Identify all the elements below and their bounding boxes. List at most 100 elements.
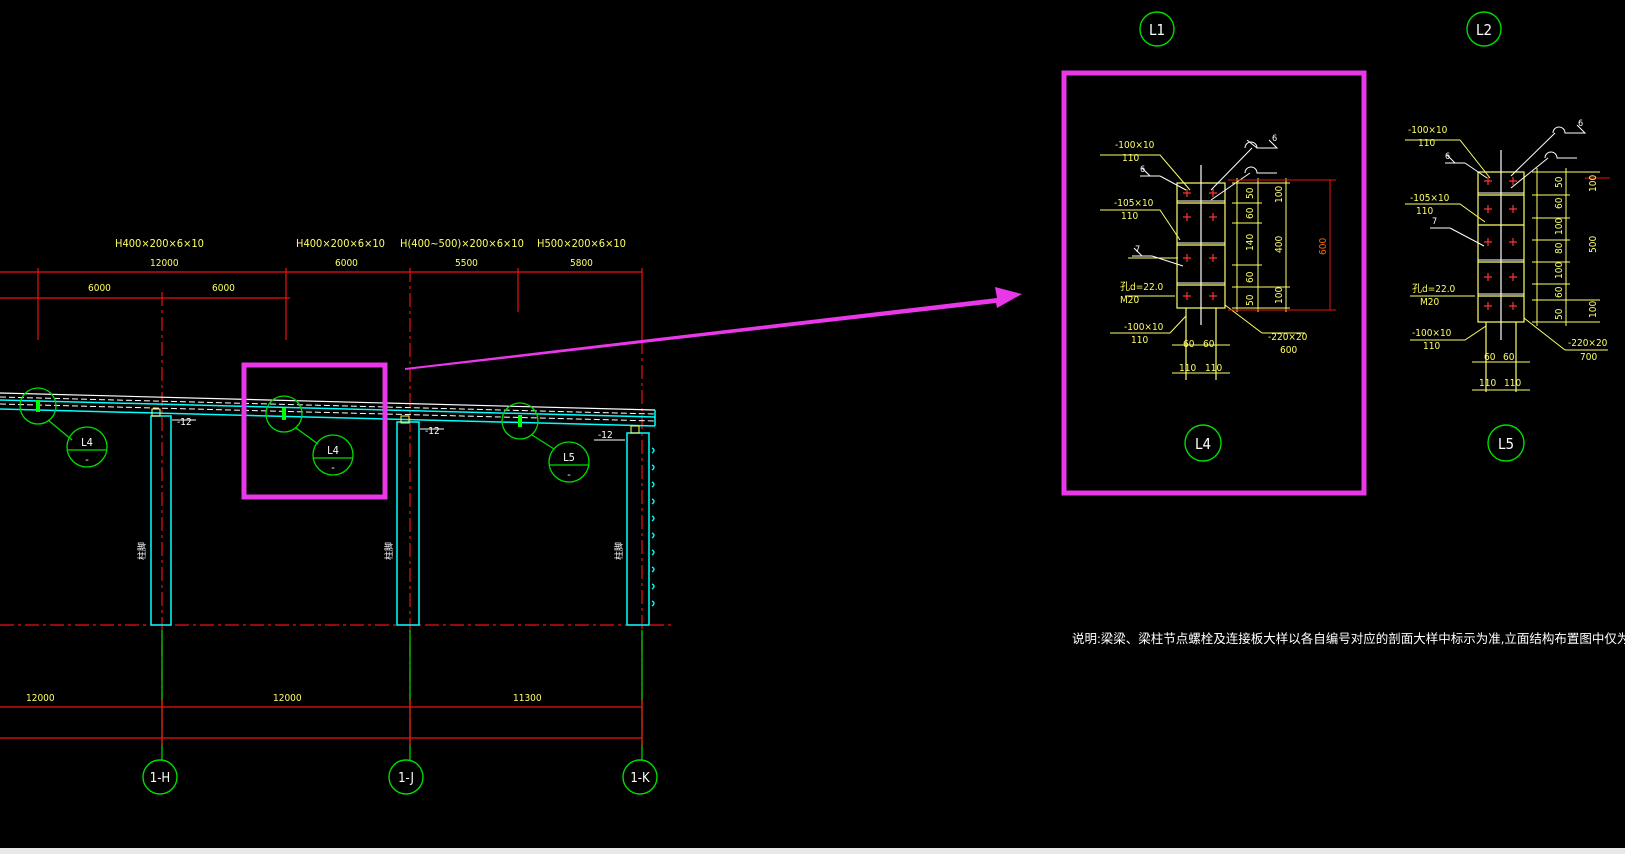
beam-spec-4: H500×200×6×10 [537, 237, 626, 250]
connection-markers [19, 387, 555, 450]
detail-L5: -100×10 110 -105×10 110 孔d=22.0 M20 -100… [1405, 119, 1610, 392]
L4-bdim-60b: 60 [1203, 339, 1215, 350]
L5-bdim-60b: 60 [1503, 352, 1515, 363]
L4-weld-2: 6 [1140, 165, 1145, 175]
bubble-num-3: L5 [563, 451, 575, 464]
L4-weld-3: 7 [1135, 245, 1140, 255]
drawing-note: 说明:梁梁、梁柱节点螺栓及连接板大样以各自编号对应的剖面大样中标示为准,立面结构… [1072, 631, 1625, 646]
beam-spec-2: H400×200×6×10 [296, 237, 385, 250]
plate-tag-2: -12 [425, 426, 440, 437]
roof-beam [0, 392, 656, 427]
axis-lines [0, 268, 672, 745]
L5-bdim-60a: 60 [1484, 352, 1496, 363]
L5-dim-60b: 60 [1554, 286, 1565, 298]
L4-hole: 孔d=22.0 [1120, 281, 1164, 293]
detail-title-circles [1139, 11, 1525, 462]
L5-hole: 孔d=22.0 [1412, 283, 1456, 295]
top-dim-6000: 6000 [335, 258, 358, 269]
axis-bubble-1K[interactable] [622, 759, 658, 795]
L5-plate-1b: 110 [1418, 138, 1435, 149]
column-siding-marks [651, 447, 655, 607]
L4-dim-140: 140 [1245, 234, 1256, 251]
top-dim-12000: 12000 [150, 258, 179, 269]
L5-plate-1: -100×10 [1408, 125, 1448, 136]
L4-weld-1: 6 [1272, 134, 1277, 144]
L5-plate-2: -105×10 [1410, 193, 1450, 204]
L4-bdim-60a: 60 [1183, 339, 1195, 350]
bottom-dim-3: 11300 [513, 693, 542, 704]
plate-tag-3: -12 [598, 430, 613, 441]
L5-dim-80: 80 [1554, 242, 1565, 254]
axis-bubble-1H[interactable] [142, 759, 178, 795]
L5-plate-4b: 700 [1580, 352, 1597, 363]
bubble-num-1: L4 [81, 436, 93, 449]
top-dim-6000-a: 6000 [88, 283, 111, 294]
L4-plate-4b: 600 [1280, 345, 1297, 356]
L4-dim-50b: 50 [1245, 294, 1256, 306]
bubble-sub-1: - [85, 453, 89, 466]
L4-bdim-110a: 110 [1179, 363, 1196, 374]
top-dim-5500: 5500 [455, 258, 478, 269]
L4-dim-400: 400 [1274, 236, 1285, 253]
L5-dim-500: 500 [1588, 236, 1599, 253]
top-dimension-lines [0, 268, 643, 340]
section-bubble-L4-a[interactable] [66, 426, 108, 468]
column-text-3: 柱脚 [613, 542, 625, 560]
detail-L4: -100×10 110 -105×10 110 孔d=22.0 M20 -100… [1100, 134, 1336, 380]
L5-plate-3b: 110 [1423, 341, 1440, 352]
bottom-dim-2: 12000 [273, 693, 302, 704]
axis-label-1K: 1-K [630, 771, 650, 786]
detail-title-L4: L4 [1195, 435, 1211, 453]
highlight-box-elevation[interactable] [241, 362, 388, 500]
columns [150, 415, 650, 626]
detail-title-L1: L1 [1149, 21, 1165, 39]
bottom-dim-1: 12000 [26, 693, 55, 704]
L4-dim-60a: 60 [1245, 207, 1256, 219]
L4-plate-1b: 110 [1122, 153, 1139, 164]
elevation-drawing: H400×200×6×10 H400×200×6×10 H(400~500)×2… [0, 237, 672, 795]
bubble-sub-2: - [331, 461, 335, 474]
axis-bubble-1J[interactable] [388, 759, 424, 795]
section-bubble-L4-b[interactable] [312, 434, 354, 476]
L4-bolt: M20 [1120, 295, 1139, 306]
plate-tag-1: -12 [177, 417, 192, 428]
section-bubble-L5[interactable] [548, 441, 590, 483]
L4-dim-50a: 50 [1245, 187, 1256, 199]
L4-dim-100a: 100 [1274, 186, 1285, 203]
L5-bdim-110a: 110 [1479, 378, 1496, 389]
markup-annotations [241, 70, 1367, 500]
L4-dim-total: 600 [1318, 238, 1329, 255]
L5-weld-2: 6 [1445, 152, 1450, 162]
beam-spec-1: H400×200×6×10 [115, 237, 204, 250]
L5-plate-2b: 110 [1416, 206, 1433, 217]
L4-plate-4: -220×20 [1268, 332, 1308, 343]
bubble-num-2: L4 [327, 444, 339, 457]
L5-dim-100c: 100 [1588, 175, 1599, 192]
top-dim-5800: 5800 [570, 258, 593, 269]
top-dim-6000-b: 6000 [212, 283, 235, 294]
L5-plate-3: -100×10 [1412, 328, 1452, 339]
highlight-arrow[interactable] [405, 287, 1022, 370]
L5-weld-1: 6 [1578, 119, 1583, 129]
L5-weld-3: 7 [1432, 217, 1437, 227]
axis-label-1H: 1-H [150, 771, 170, 786]
L5-dim-60a: 60 [1554, 197, 1565, 209]
detail-title-L2: L2 [1476, 21, 1492, 39]
L5-bolt: M20 [1420, 297, 1439, 308]
L4-plate-3: -100×10 [1124, 322, 1164, 333]
column-text-1: 柱脚 [136, 542, 148, 560]
axis-green-leaders [161, 630, 643, 760]
L5-dim-100d: 100 [1588, 301, 1599, 318]
L4-plate-1: -100×10 [1115, 140, 1155, 151]
column-text-2: 柱脚 [383, 542, 395, 560]
L5-plate-4: -220×20 [1568, 338, 1608, 349]
L4-dim-60b: 60 [1245, 271, 1256, 283]
L5-dim-50a: 50 [1554, 176, 1565, 188]
highlight-box-detail-L4[interactable] [1061, 70, 1367, 496]
beam-spec-3: H(400~500)×200×6×10 [400, 237, 524, 250]
L4-bdim-110b: 110 [1205, 363, 1222, 374]
L4-dim-100b: 100 [1274, 287, 1285, 304]
bubble-sub-3: - [567, 468, 571, 481]
detail-title-L5: L5 [1498, 435, 1514, 453]
